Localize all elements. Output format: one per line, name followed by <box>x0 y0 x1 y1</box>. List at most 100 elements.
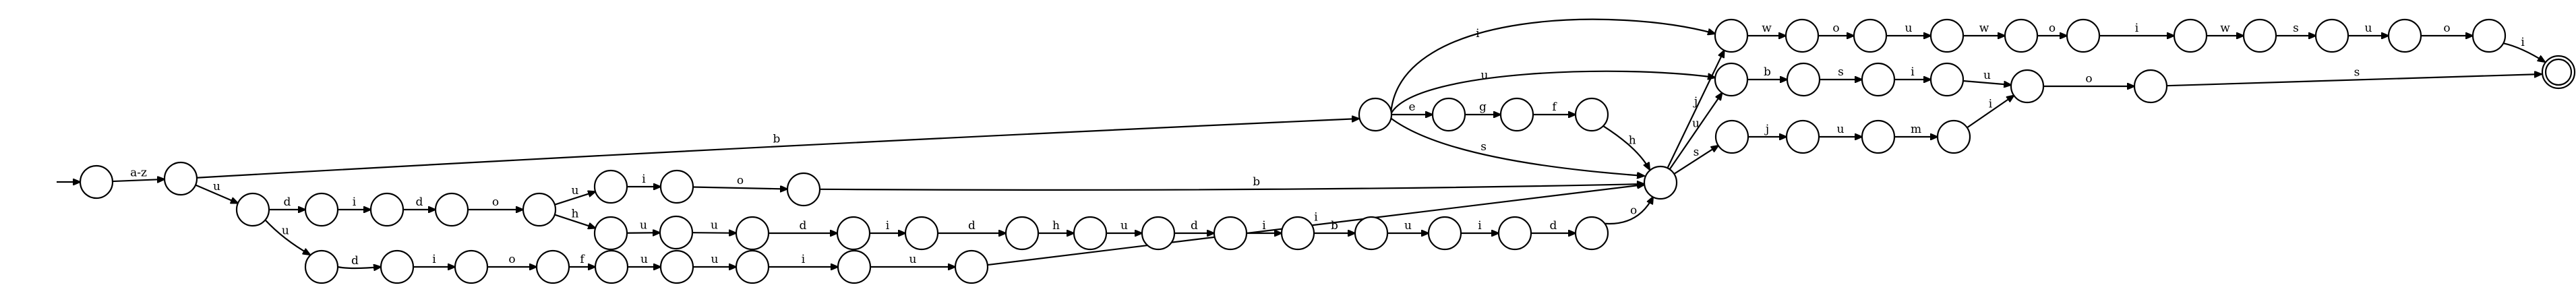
state-w4 <box>1929 18 1965 53</box>
state-s18 <box>1073 216 1108 251</box>
accept-state-inner-ring <box>2544 58 2573 86</box>
state-w5 <box>2004 18 2039 53</box>
transition-label: i <box>642 173 646 186</box>
state-b4 <box>1929 62 1965 97</box>
state-s17 <box>1005 216 1040 251</box>
transition-s3-hub <box>1390 117 1644 176</box>
transition-hub-j1 <box>1673 146 1718 175</box>
transition-label: o <box>2443 22 2450 35</box>
state-s12 <box>786 172 821 207</box>
transition-label: i <box>1476 27 1480 40</box>
transition-label: u <box>1692 117 1700 131</box>
state-s23 <box>1427 216 1462 251</box>
transition-s1-s2 <box>195 184 238 203</box>
state-s10 <box>593 216 628 251</box>
transition-label: b <box>1253 175 1260 189</box>
transition-label: i <box>886 219 890 233</box>
state-s2 <box>235 192 270 227</box>
transition-label: u <box>1480 69 1488 82</box>
state-s7 <box>434 192 469 227</box>
states <box>79 18 2576 284</box>
transition-s2-s5 <box>264 219 310 255</box>
transition-label: h <box>1629 134 1636 148</box>
state-s11 <box>659 169 694 204</box>
transition-label: d <box>351 254 359 268</box>
state-s34 <box>1431 97 1466 132</box>
transition-b4-m5 <box>1963 80 2011 85</box>
transition-label: o <box>1832 22 1839 35</box>
transition-label: s <box>2293 22 2299 35</box>
transition-s8-s10 <box>554 214 595 228</box>
transition-hub-b1 <box>1669 93 1723 170</box>
transition-label: o <box>508 253 515 266</box>
state-s30 <box>659 249 694 284</box>
transitions <box>57 18 2545 268</box>
transition-label: o <box>1630 204 1637 217</box>
state-j2 <box>1785 119 1820 154</box>
transition-label: s <box>2354 65 2360 79</box>
state-b3 <box>1861 62 1896 97</box>
transition-hub-w1 <box>1667 51 1724 168</box>
transition-s0-s1 <box>112 179 164 181</box>
state-m5 <box>2010 69 2045 104</box>
transition-label: d <box>416 195 423 209</box>
state-s8 <box>522 192 557 227</box>
transition-label: u <box>640 219 647 233</box>
transition-j4-m5 <box>1967 96 2014 129</box>
transition-label: u <box>213 180 220 193</box>
transition-s8-s9 <box>554 191 595 206</box>
transition-label: o <box>2085 72 2092 86</box>
transition-label: j <box>1764 123 1769 136</box>
state-s22 <box>1354 216 1389 251</box>
transition-s33-hub <box>987 185 1644 266</box>
state-s32 <box>837 249 872 284</box>
transition-label: s <box>1480 140 1487 154</box>
state-w7 <box>2173 18 2208 53</box>
transition-label: u <box>711 253 719 266</box>
transition-label: o <box>492 195 499 209</box>
state-s33 <box>954 249 989 284</box>
transition-label: i <box>353 195 357 209</box>
state-w2 <box>1785 18 1820 53</box>
state-s25 <box>1574 216 1609 251</box>
transition-label: b <box>773 132 781 146</box>
transition-w11-acc <box>2503 42 2545 62</box>
state-s19 <box>1141 216 1176 251</box>
state-s20 <box>1213 216 1248 251</box>
state-m6 <box>2133 69 2168 104</box>
transition-label: u <box>711 219 718 233</box>
transition-label: u <box>2365 22 2372 35</box>
state-w9 <box>2314 18 2349 53</box>
state-s15 <box>836 216 871 251</box>
state-s1 <box>163 161 198 196</box>
state-w3 <box>1853 18 1888 53</box>
transition-label: i <box>1262 219 1266 233</box>
state-hub <box>1643 165 1678 200</box>
transition-label: d <box>968 219 976 233</box>
transition-label: u <box>1120 219 1128 233</box>
transition-label: m <box>1911 123 1921 136</box>
transition-label: o <box>2049 22 2056 35</box>
transition-label: u <box>572 184 579 197</box>
transition-label: o <box>737 174 744 187</box>
transition-label: w <box>1979 22 1989 35</box>
transition-s3-w1 <box>1390 18 1715 111</box>
transition-label: u <box>1983 69 1991 82</box>
transition-label: u <box>640 253 648 266</box>
transition-label: a-z <box>130 166 147 180</box>
transition-label: b <box>1331 219 1338 233</box>
transition-label: u <box>1404 219 1412 233</box>
state-s9 <box>593 169 628 204</box>
transition-label: h <box>572 208 579 221</box>
transition-label: u <box>1905 22 1913 35</box>
state-w8 <box>2242 18 2277 53</box>
state-b1 <box>1714 62 1749 97</box>
transition-label: d <box>1550 219 1557 233</box>
transition-label: i <box>1989 98 1993 111</box>
state-w11 <box>2472 18 2507 53</box>
transition-label: u <box>282 224 289 238</box>
state-s21 <box>1280 216 1315 251</box>
state-w6 <box>2066 18 2101 53</box>
